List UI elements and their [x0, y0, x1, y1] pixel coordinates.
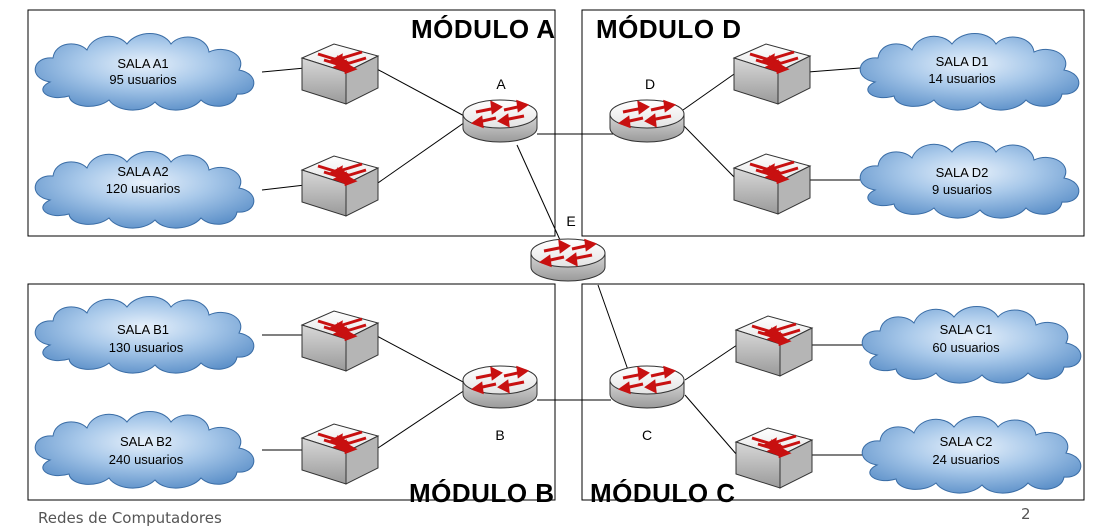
module-c-title: MÓDULO C	[590, 478, 736, 508]
router-c-label: C	[642, 427, 652, 443]
router-e-icon	[529, 237, 607, 283]
switch-d1-icon	[732, 42, 812, 106]
router-b-label: B	[495, 427, 504, 443]
module-b-box	[27, 283, 556, 501]
sala-d1-users: 14 usuarios	[928, 71, 996, 86]
sala-b2-name: SALA B2	[120, 434, 172, 449]
sala-a2-users: 120 usuarios	[106, 181, 181, 196]
router-a-icon	[461, 98, 539, 144]
router-d-label: D	[645, 76, 655, 92]
module-a-box	[27, 9, 556, 237]
footer-page-number: 2	[1021, 505, 1031, 523]
network-links	[261, 67, 866, 456]
module-d-box	[581, 9, 1085, 237]
switch-c2-icon	[734, 426, 814, 490]
module-a-title: MÓDULO A	[411, 14, 556, 44]
sala-d2-name: SALA D2	[936, 165, 989, 180]
sala-b1-name: SALA B1	[117, 322, 169, 337]
switch-d2-icon	[732, 152, 812, 216]
sala-c2-users: 24 usuarios	[932, 452, 1000, 467]
sala-c1-name: SALA C1	[940, 322, 993, 337]
sala-d2-users: 9 usuarios	[932, 182, 992, 197]
sala-b1-users: 130 usuarios	[109, 340, 184, 355]
switch-b1-icon	[300, 309, 380, 373]
switch-b2-icon	[300, 422, 380, 486]
sala-c1-users: 60 usuarios	[932, 340, 1000, 355]
sala-d1-name: SALA D1	[936, 54, 989, 69]
sala-a2-name: SALA A2	[117, 164, 168, 179]
router-b-icon	[461, 364, 539, 410]
footer-course: Redes de Computadores	[38, 509, 222, 527]
sala-a1-name: SALA A1	[117, 56, 168, 71]
module-d-title: MÓDULO D	[596, 14, 742, 44]
router-d-icon	[608, 98, 686, 144]
cloud-sala-b2-icon	[34, 411, 255, 489]
switch-c1-icon	[734, 314, 814, 378]
router-c-icon	[608, 364, 686, 410]
module-b-title: MÓDULO B	[409, 478, 555, 508]
sala-c2-name: SALA C2	[940, 434, 993, 449]
module-c-box	[581, 283, 1085, 501]
router-e-label: E	[566, 213, 575, 229]
switch-a1-icon	[300, 42, 380, 106]
router-a-label: A	[496, 76, 506, 92]
switch-a2-icon	[300, 154, 380, 218]
sala-b2-users: 240 usuarios	[109, 452, 184, 467]
sala-a1-users: 95 usuarios	[109, 72, 177, 87]
